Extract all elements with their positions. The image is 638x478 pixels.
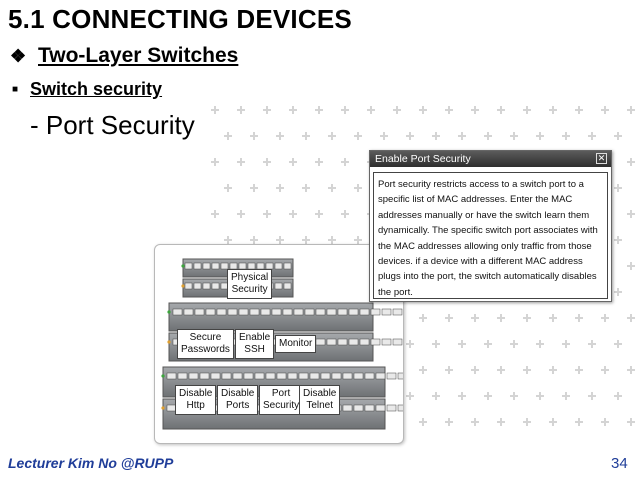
switch-stack-illustration: Physical Security Secure Passwords Enabl…	[154, 244, 404, 444]
label-disable-telnet: Disable Telnet	[299, 385, 341, 415]
page-number: 34	[611, 455, 628, 472]
label-enable-ssh: Enable SSH	[235, 329, 275, 359]
label-disable-http: Disable Http	[175, 385, 217, 415]
close-icon[interactable]: ✕	[596, 153, 607, 164]
bullet-text: Two-Layer Switches	[38, 44, 239, 67]
label-port-security: Port Security	[259, 385, 304, 415]
bullet-two-layer-switches: ❖ Two-Layer Switches	[10, 44, 238, 68]
bullet-text: Switch security	[30, 79, 163, 99]
popup-body-text: Port security restricts access to a swit…	[373, 172, 608, 299]
square-bullet-icon: ■	[12, 84, 19, 95]
slide-subtitle: - Port Security	[30, 110, 195, 140]
label-monitor: Monitor	[275, 335, 317, 353]
slide-title: 5.1 CONNECTING DEVICES	[8, 4, 352, 34]
label-secure-passwords: Secure Passwords	[177, 329, 234, 359]
label-disable-ports: Disable Ports	[217, 385, 259, 415]
switch-stack-graphic	[161, 258, 403, 430]
footer-lecturer: Lecturer Kim No @RUPP	[8, 455, 174, 471]
label-physical-security: Physical Security	[227, 269, 273, 299]
popup-title: Enable Port Security	[375, 153, 471, 165]
diamond-bullet-icon: ❖	[10, 45, 27, 66]
enable-port-security-popup: Enable Port Security ✕ Port security res…	[369, 150, 612, 302]
popup-header: Enable Port Security ✕	[370, 151, 611, 167]
bullet-switch-security: ■ Switch security	[12, 79, 162, 100]
